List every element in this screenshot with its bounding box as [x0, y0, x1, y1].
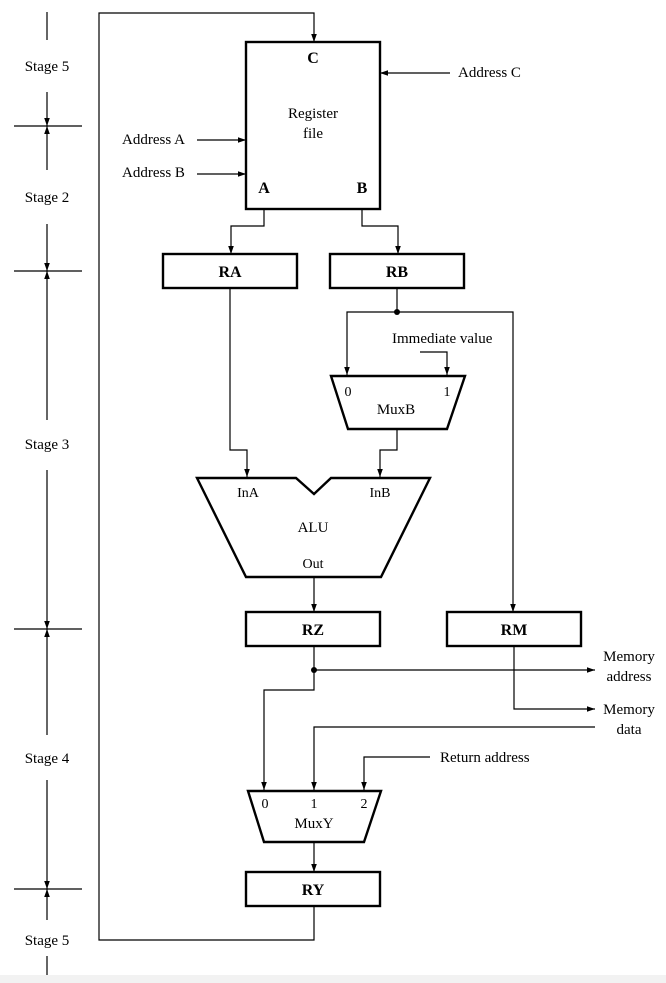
return-address-to-muxy-2 [361, 756, 430, 790]
mux-y-input-2: 2 [361, 797, 368, 812]
mux-b-label: MuxB [377, 402, 415, 418]
rb-to-rm [397, 311, 516, 612]
memory-data-to-muxy-1 [311, 726, 595, 790]
mux-b-input-1: 1 [444, 385, 451, 400]
immediate-to-muxb-1 [420, 351, 450, 375]
alu-label: ALU [298, 520, 329, 536]
regfile-b-to-rb [361, 209, 401, 254]
register-file-title-line1: Register [288, 106, 338, 122]
bottom-strip [0, 975, 666, 983]
mux-y: 0 1 2 MuxY [246, 789, 383, 844]
ra-to-alu-ina [229, 288, 250, 477]
memory-data-label-line1: Memory [603, 702, 655, 718]
rz-to-muxy-0 [261, 670, 315, 790]
register-rm: RM [445, 610, 583, 648]
stage-ruler: Stage 5 Stage 2 Stage 3 Stage 4 Stage 5 [14, 12, 82, 975]
register-rz: RZ [244, 610, 382, 648]
stage-label-4: Stage 4 [25, 751, 70, 767]
alu-input-a: InA [237, 486, 260, 501]
stage-label-2: Stage 2 [25, 190, 70, 206]
mux-b-input-0: 0 [345, 385, 352, 400]
register-rz-label: RZ [302, 622, 324, 639]
mux-b: 0 1 MuxB [329, 374, 467, 431]
register-ra: RA [161, 252, 299, 290]
stage-label-3: Stage 3 [25, 437, 70, 453]
register-file-port-c: C [307, 50, 319, 67]
register-ra-label: RA [218, 264, 242, 281]
rm-to-memory-data [513, 646, 595, 712]
register-file-title-line2: file [303, 126, 323, 142]
register-file-port-b: B [357, 180, 368, 197]
register-rb-label: RB [386, 264, 409, 281]
register-file-port-a: A [258, 180, 270, 197]
alu-input-b: InB [370, 486, 391, 501]
mux-y-input-0: 0 [262, 797, 269, 812]
immediate-value-label: Immediate value [392, 331, 493, 347]
register-file: C Register file A B [244, 40, 382, 211]
writeback-feedback-path [98, 12, 317, 941]
muxb-to-alu-inb [377, 429, 398, 477]
memory-address-label-line2: address [607, 669, 652, 685]
stage-label-bottom: Stage 5 [25, 933, 70, 949]
alu: InA InB ALU Out [195, 476, 432, 579]
rb-to-muxb-0 [344, 311, 397, 375]
address-c-label: Address C [458, 65, 521, 81]
address-a-label: Address A [122, 132, 185, 148]
register-rm-label: RM [501, 622, 528, 639]
mux-y-input-1: 1 [311, 797, 318, 812]
address-inputs: Address A Address B Address C [122, 65, 521, 181]
return-address-label: Return address [440, 750, 530, 766]
address-b-label: Address B [122, 165, 185, 181]
register-rb: RB [328, 252, 466, 290]
regfile-a-to-ra [228, 209, 265, 254]
stage-label-top: Stage 5 [25, 59, 70, 75]
mux-y-label: MuxY [294, 816, 333, 832]
register-ry: RY [244, 870, 382, 908]
alu-output-label: Out [303, 557, 324, 572]
memory-data-label-line2: data [617, 722, 642, 738]
register-ry-label: RY [302, 882, 325, 899]
memory-address-label-line1: Memory [603, 649, 655, 665]
